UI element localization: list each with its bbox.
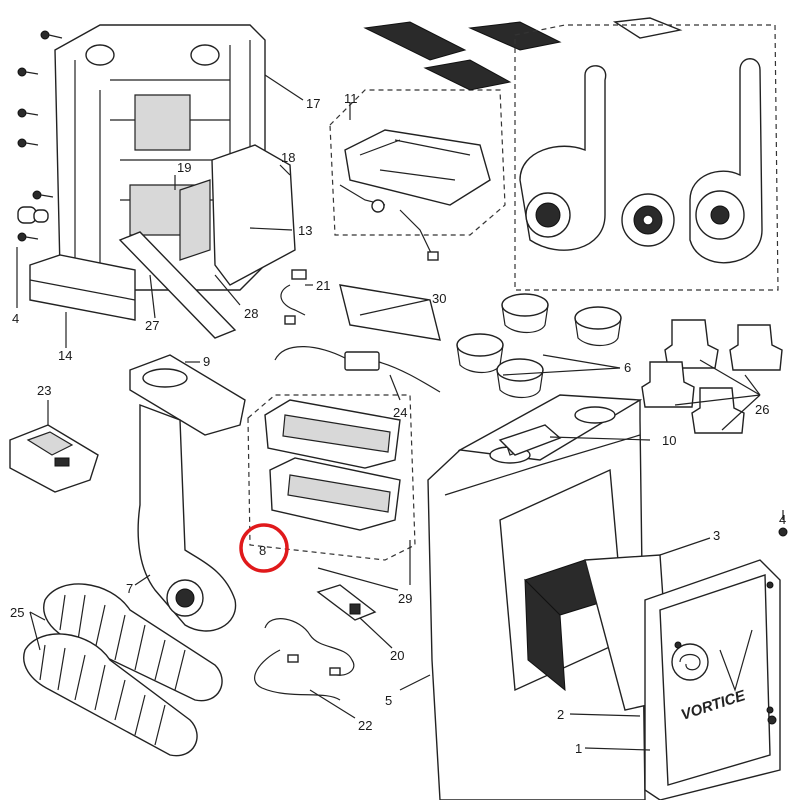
filter-pads: [363, 17, 683, 91]
callout-label: 18: [281, 150, 295, 165]
callout-label: 27: [145, 318, 159, 333]
callout-label: 23: [37, 383, 51, 398]
duct-rings: [456, 293, 622, 399]
callout-label: 10: [662, 433, 676, 448]
screws-left: [17, 30, 63, 242]
flex-hoses: [23, 583, 223, 757]
highlight-circle: [239, 523, 289, 573]
screws-right: [767, 527, 788, 725]
wiring-harness: [274, 269, 441, 393]
callout-label: 17: [306, 96, 320, 111]
callout-label: 14: [58, 348, 72, 363]
callout-label: 5: [385, 693, 392, 708]
pcb-stack: [247, 394, 416, 561]
front-panel: VORTICE: [644, 559, 781, 800]
callout-label: 13: [298, 223, 312, 238]
callout-label: 1: [575, 741, 582, 756]
sensor-cables: [254, 584, 377, 701]
callout-label: 4: [12, 311, 19, 326]
callout-label: 20: [390, 648, 404, 663]
callout-label: 6: [624, 360, 631, 375]
callout-label: 24: [393, 405, 407, 420]
callout-label: 28: [244, 306, 258, 321]
callout-labels: 17 11 18 19 13 21 30 4 14 27 28 9 6 23 2…: [10, 91, 786, 756]
callout-label: 21: [316, 278, 330, 293]
callout-label: 29: [398, 591, 412, 606]
callout-label: 19: [177, 160, 191, 175]
main-unit-body: [427, 394, 671, 800]
air-duct: [129, 354, 246, 632]
leader-lines: [16, 74, 784, 751]
callout-label: 11: [344, 91, 358, 106]
callout-label: 4: [779, 512, 786, 527]
callout-label: 3: [713, 528, 720, 543]
callout-label: 9: [203, 354, 210, 369]
housing-frame: [29, 24, 266, 321]
remote-controller: [9, 424, 99, 493]
callout-label: 22: [358, 718, 372, 733]
damper-assembly: [329, 89, 506, 261]
fan-assembly: [514, 24, 779, 291]
callout-label: 30: [432, 291, 446, 306]
callout-label: 25: [10, 605, 24, 620]
callout-label: 26: [755, 402, 769, 417]
callout-label-highlighted: 8: [259, 543, 266, 558]
callout-label: 7: [126, 581, 133, 596]
filter-panel: [118, 144, 296, 339]
top-cover: [498, 424, 562, 456]
callout-label: 2: [557, 707, 564, 722]
